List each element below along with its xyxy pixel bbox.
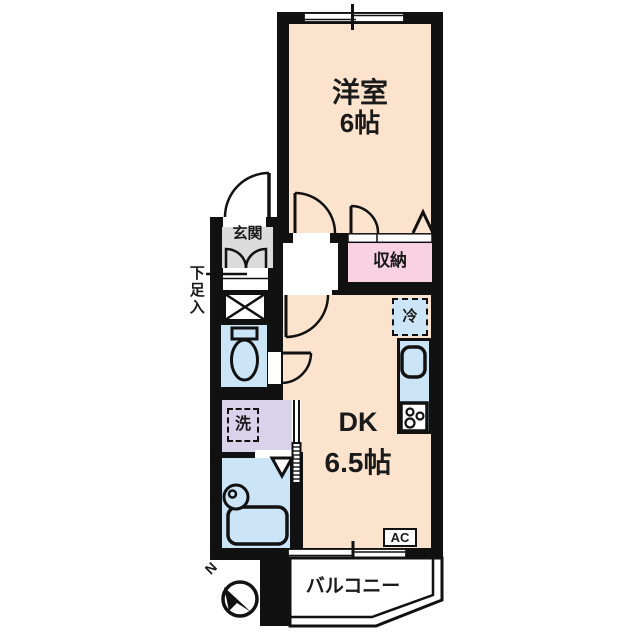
washing-machine-label: 洗 bbox=[234, 415, 251, 433]
toilet-icon bbox=[230, 326, 259, 382]
closet-label: 収納 bbox=[373, 251, 407, 270]
washbasin-icon bbox=[222, 483, 250, 511]
balcony-outline bbox=[288, 556, 444, 628]
shoe-storage-label: 下足入 bbox=[187, 265, 205, 316]
room-closet bbox=[348, 243, 432, 282]
door-arc-dk bbox=[284, 294, 330, 339]
hallway bbox=[283, 243, 338, 290]
door-arc-toilet bbox=[280, 351, 313, 385]
western-door-opening bbox=[293, 233, 330, 243]
refrigerator-space: 冷 bbox=[392, 298, 428, 336]
compass-icon bbox=[221, 580, 259, 618]
door-arc-western bbox=[293, 191, 337, 234]
air-conditioner-box: AC bbox=[383, 528, 417, 547]
folding-door-closet bbox=[411, 208, 435, 234]
stove-icon bbox=[399, 401, 429, 433]
pipe-shaft-icon bbox=[223, 292, 267, 322]
western-room-size: 6帖 bbox=[339, 108, 381, 138]
entrance-door-opening bbox=[223, 217, 266, 227]
entrance-label: 玄関 bbox=[232, 225, 263, 242]
closet-opening-track bbox=[347, 233, 433, 244]
washing-machine-space: 洗 bbox=[227, 408, 259, 442]
door-arc-entrance bbox=[223, 171, 271, 218]
balcony-label: バルコニー bbox=[305, 576, 401, 597]
western-room-label: 洋室 bbox=[331, 77, 388, 108]
dk-label: DK bbox=[338, 407, 378, 437]
folding-door-bath bbox=[269, 456, 295, 480]
room-toilet bbox=[221, 325, 267, 387]
toilet-door-opening bbox=[268, 352, 281, 384]
dk-size: 6.5帖 bbox=[324, 447, 392, 478]
window-top bbox=[303, 4, 405, 30]
dk-door-opening bbox=[283, 285, 332, 295]
air-conditioner-label: AC bbox=[390, 529, 410, 545]
refrigerator-label: 冷 bbox=[402, 308, 418, 326]
bathtub-icon bbox=[226, 505, 289, 546]
door-arc-closet bbox=[349, 204, 380, 234]
shoe-cabinet-doors-icon bbox=[223, 247, 268, 280]
bath-door-opening bbox=[255, 450, 292, 459]
sink-icon bbox=[400, 345, 427, 379]
washroom-door-strip bbox=[291, 400, 302, 484]
wall-balcony-stub bbox=[260, 558, 290, 626]
